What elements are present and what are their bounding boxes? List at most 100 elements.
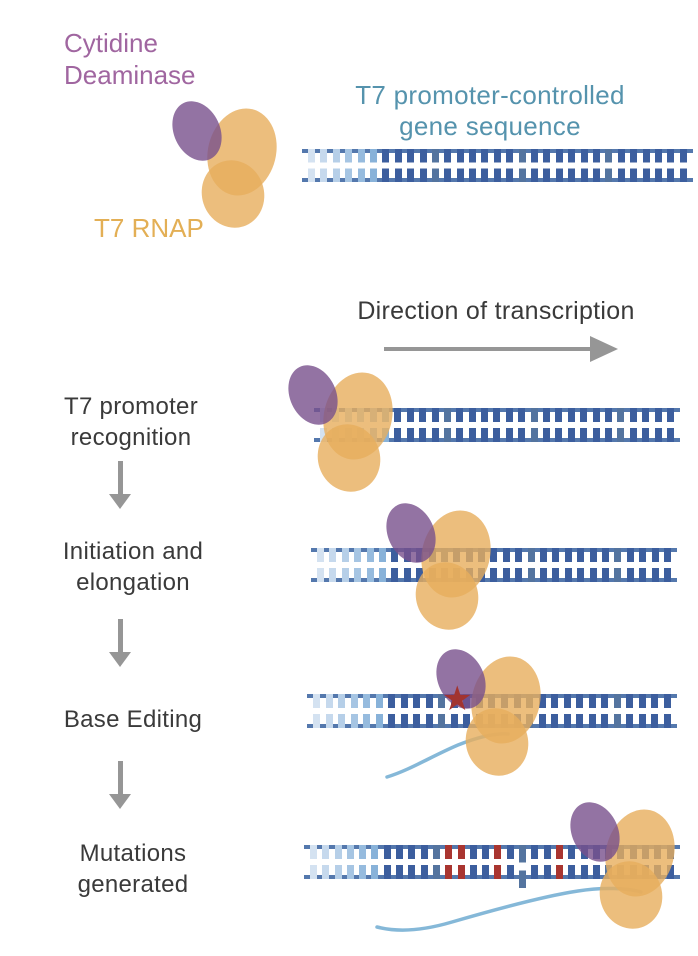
dna-rung [403,548,411,582]
arrow-head [109,494,131,509]
dna-rung [388,694,396,728]
dna-rung [604,408,612,442]
dna-rung [346,845,354,879]
arrow-head [109,794,131,809]
dna-rung [375,694,383,728]
dna-rung [629,408,637,442]
dna-rung [406,408,414,442]
dna-rung [567,408,575,442]
dna-rung [378,548,386,582]
gene-sequence-label: T7 promoter-controlled gene sequence [355,80,625,141]
dna-rung [592,408,600,442]
dna-rung [420,845,428,879]
dna-rung [354,548,362,582]
dna-rung [531,845,539,879]
dna-rung [651,548,659,582]
dna-rung [431,149,439,182]
dna-rung [419,408,427,442]
dna-rungs [308,149,687,182]
arrow-shaft [117,619,123,652]
deaminase-rnap-complex [279,357,402,500]
dna-rung [666,408,674,442]
down-arrow-icon [107,461,133,509]
dna-rung [540,548,548,582]
dna-rung [310,845,317,879]
dna-rung [614,548,622,582]
dna-rung [469,149,477,182]
dna-rung [654,408,662,442]
dna-rung [577,548,585,582]
dna-rung [400,694,408,728]
dna-rung [515,548,523,582]
dna-rung [317,548,324,582]
dna-rung [552,548,560,582]
arrow-head [590,336,618,362]
dna-rung [642,149,650,182]
dna-rung [382,149,390,182]
dna-rung [350,694,358,728]
dna-rung [313,694,320,728]
step-label-promoter-recognition: T7 promoter recognition [63,393,198,451]
t7-rnap-label: T7 RNAP [94,213,204,243]
dna-rung [617,149,625,182]
dna-rung [338,694,346,728]
dna-rung [679,149,687,182]
dna-rung [538,694,546,728]
dna-rung [505,408,513,442]
dna-rung [506,149,514,182]
base-edit-star-icon: ★ [442,680,473,718]
arrow-shaft [117,461,123,494]
dna-rung [322,845,330,879]
cytidine-deaminase-label: Cytidine Deaminase [64,28,196,90]
dna-rung [580,149,588,182]
dna-rung [407,149,415,182]
dna-rung [605,149,613,182]
dna-rung [482,845,490,879]
dna-rung [325,694,333,728]
dna-rung [601,694,609,728]
dna-rail [304,875,680,879]
dna-rung [334,845,342,879]
dna-rung [456,149,464,182]
deaminase-rnap-complex [377,495,500,638]
dna-rung [366,548,374,582]
dna-rung [527,548,535,582]
dna-rung [663,548,671,582]
dna-rung [519,845,527,888]
dna-rung [531,149,539,182]
dna-rung [463,694,471,728]
step-label-base-editing: Base Editing [63,706,203,733]
dna-rung [493,408,501,442]
dna-rung [630,149,638,182]
dna-rung [551,694,559,728]
dna-rung [468,408,476,442]
dna-rung [445,845,453,879]
dna-rung [408,845,416,879]
dna-rung [667,149,675,182]
dna-rung [396,845,404,879]
dna-rung [613,694,621,728]
dna-rung [563,694,571,728]
dna-rung [588,694,596,728]
dna-rung [564,548,572,582]
dna-rung [438,694,446,728]
dna-rung [383,845,391,879]
dna-rung [601,548,609,582]
dna-rung [493,149,501,182]
dna-rung [580,845,588,879]
dna-rung [568,845,576,879]
step-label-mutations-generated: Mutations generated [77,840,189,898]
dna-rung [481,149,489,182]
dna-rung [576,694,584,728]
dna-rung [320,149,328,182]
dna-rung [432,845,440,879]
dna-rung [425,694,433,728]
dna-rung [494,845,502,879]
arrow-shaft [384,347,592,351]
dna-rung [332,149,340,182]
arrow-shaft [117,761,123,794]
dna-rung [639,548,647,582]
dna-rung [481,408,489,442]
dna-rung [469,845,477,879]
